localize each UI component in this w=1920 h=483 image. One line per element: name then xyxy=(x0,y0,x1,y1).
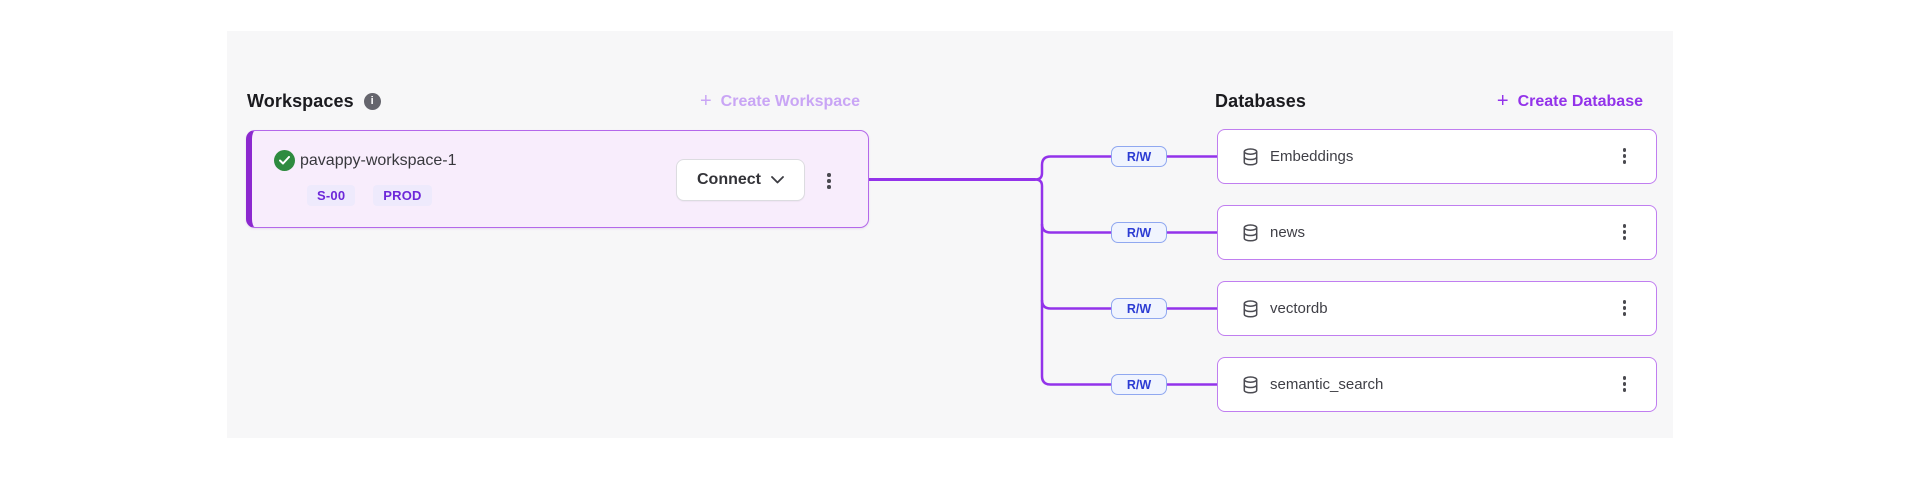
database-menu-kebab-icon[interactable] xyxy=(1619,296,1631,320)
access-rw-badge: R/W xyxy=(1111,298,1167,319)
plus-icon: + xyxy=(1496,90,1509,112)
info-icon[interactable]: i xyxy=(363,93,381,110)
workspace-card[interactable]: pavappy-workspace-1 S-00 PROD Connect xyxy=(246,130,869,228)
database-menu-kebab-icon[interactable] xyxy=(1619,144,1631,168)
database-icon xyxy=(1242,375,1259,394)
database-card[interactable]: vectordb xyxy=(1217,281,1657,336)
access-rw-badge: R/W xyxy=(1111,146,1167,167)
env-badge: PROD xyxy=(373,185,432,206)
chevron-down-icon xyxy=(771,176,784,184)
access-rw-badge: R/W xyxy=(1111,222,1167,243)
database-icon xyxy=(1242,223,1259,242)
database-menu-kebab-icon[interactable] xyxy=(1619,372,1631,396)
database-menu-kebab-icon[interactable] xyxy=(1619,220,1631,244)
workspace-name: pavappy-workspace-1 xyxy=(300,152,457,169)
status-check-icon xyxy=(274,150,295,171)
databases-title: Databases xyxy=(1215,91,1306,111)
workspace-badges: S-00 PROD xyxy=(307,185,432,206)
database-card[interactable]: Embeddings xyxy=(1217,129,1657,184)
workspaces-section-header: Workspaces i xyxy=(247,91,381,112)
database-card[interactable]: semantic_search xyxy=(1217,357,1657,412)
databases-section-header: Databases xyxy=(1215,91,1306,112)
database-icon xyxy=(1242,299,1259,318)
database-card[interactable]: news xyxy=(1217,205,1657,260)
create-database-button[interactable]: + Create Database xyxy=(1496,90,1643,112)
workspaces-title: Workspaces xyxy=(247,91,354,111)
connect-label: Connect xyxy=(697,171,761,188)
plus-icon: + xyxy=(699,90,712,112)
workspace-menu-kebab-icon[interactable] xyxy=(823,169,835,193)
create-database-label: Create Database xyxy=(1517,93,1643,110)
create-workspace-button[interactable]: + Create Workspace xyxy=(699,90,860,112)
access-rw-badge: R/W xyxy=(1111,374,1167,395)
create-workspace-label: Create Workspace xyxy=(720,93,860,110)
tier-badge: S-00 xyxy=(307,185,356,206)
connect-button[interactable]: Connect xyxy=(676,159,805,201)
database-icon xyxy=(1242,147,1259,166)
